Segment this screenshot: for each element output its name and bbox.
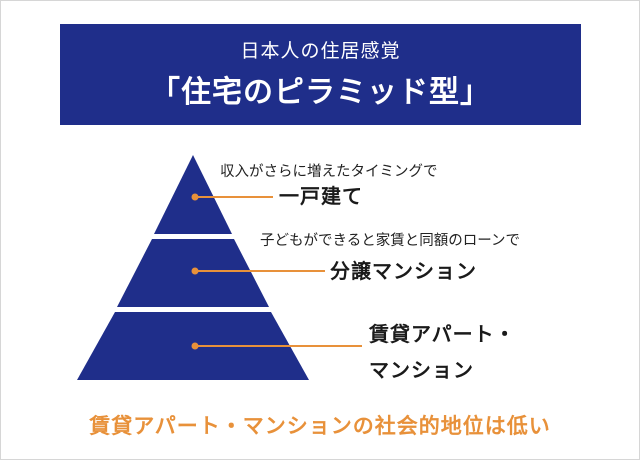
tier-top-label: 一戸建て: [279, 184, 363, 208]
connector-dot-bottom: [191, 342, 199, 350]
title-banner: 日本人の住居感覚 「住宅のピラミッド型」: [60, 24, 581, 125]
connector-dot-middle: [191, 267, 199, 275]
tier-bottom-label-line1: 賃貸アパート・: [369, 322, 516, 346]
tier-middle-note: 子どもができると家賃と同額のローンで: [260, 233, 520, 249]
tier-top-note: 収入がさらに増えたタイミングで: [220, 164, 438, 180]
banner-subtitle: 日本人の住居感覚: [240, 40, 401, 62]
tier-middle-label: 分譲マンション: [330, 259, 477, 283]
banner-title: 「住宅のピラミッド型」: [150, 75, 491, 110]
connector-dot-top: [191, 193, 199, 201]
footer-caption: 賃貸アパート・マンションの社会的地位は低い: [89, 414, 551, 438]
tier-bottom-label-line2: マンション: [369, 358, 474, 382]
